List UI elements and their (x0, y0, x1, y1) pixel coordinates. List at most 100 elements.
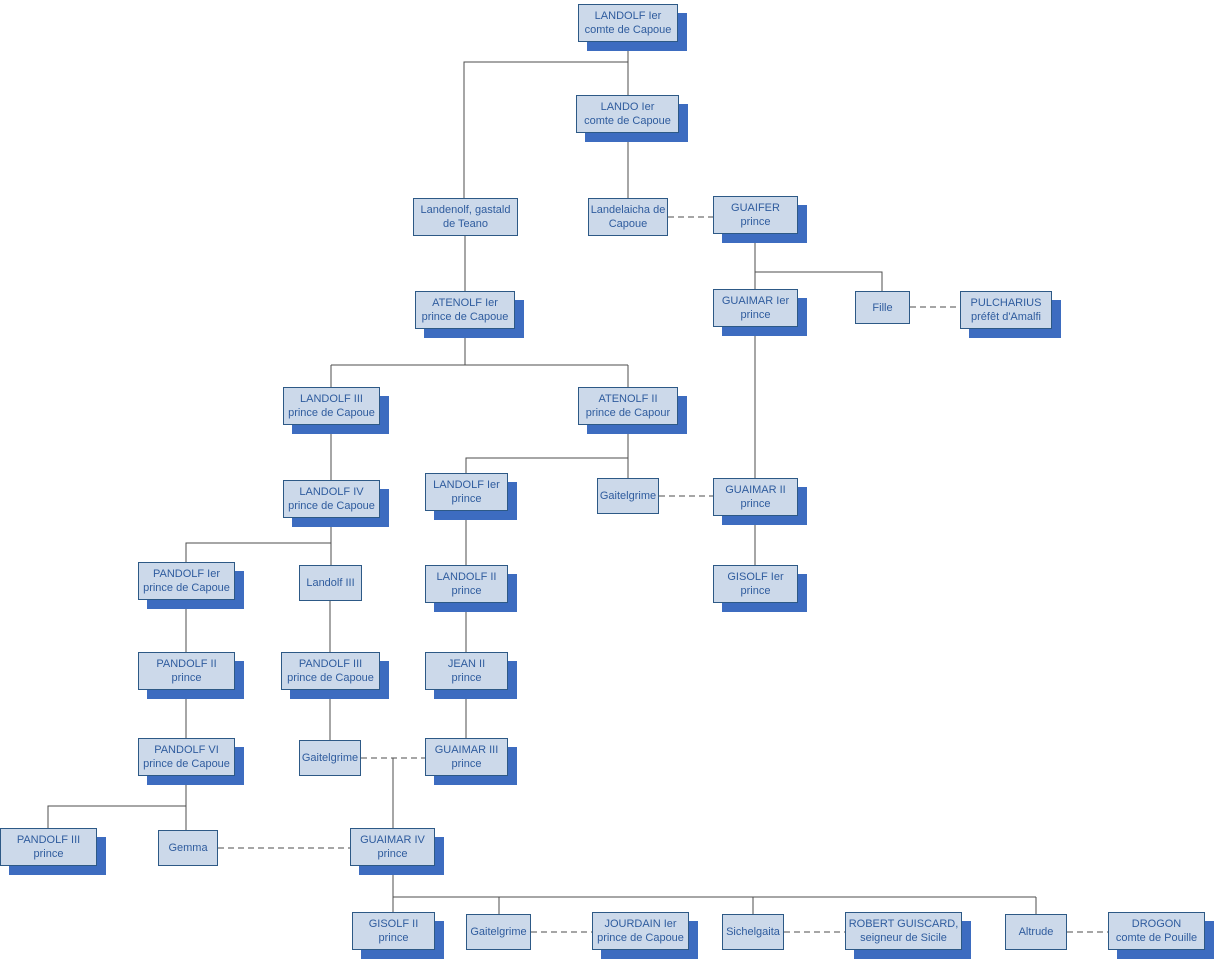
person-name: ROBERT GUISCARD, (848, 918, 959, 930)
person-name: GUAIMAR Ier (721, 295, 790, 307)
person-box-altrude: Altrude (1005, 914, 1067, 950)
person-name: PANDOLF VI (154, 744, 219, 756)
person-name: GISOLF Ier (727, 571, 784, 583)
person-box-guaimar-iv: GUAIMAR IV prince (350, 828, 435, 866)
person-box-landelaicha: Landelaicha de Capoue (588, 198, 668, 236)
person-box-gaitelgrime-1: Gaitelgrime (597, 478, 659, 514)
person-title: prince de Capoue (287, 672, 374, 684)
person-box-gaitelgrime-3: Gaitelgrime (466, 914, 531, 950)
person-title: prince (451, 758, 482, 770)
descent-lines (47, 42, 1037, 914)
person-name: LANDOLF Ier (433, 479, 500, 491)
person-name: GUAIFER (731, 202, 780, 214)
person-name: Sichelgaita (726, 926, 780, 938)
person-title: préfêt d'Amalfi (971, 311, 1041, 323)
person-name: GUAIMAR III (434, 744, 499, 756)
person-box-drogon: DROGON comte de Pouille (1108, 912, 1205, 950)
person-title: prince (451, 493, 482, 505)
person-title: de Teano (442, 218, 489, 230)
person-box-landolf-iv: LANDOLF IV prince de Capoue (283, 480, 380, 518)
person-name: GUAIMAR II (725, 484, 786, 496)
person-title: prince de Capoue (143, 758, 230, 770)
person-name: Gaitelgrime (599, 490, 657, 502)
person-name: PULCHARIUS (970, 297, 1042, 309)
person-name: Fille (872, 301, 893, 314)
person-name: LANDOLF Ier (594, 10, 662, 22)
person-name: Landelaicha de (590, 204, 666, 216)
person-name: ATENOLF Ier (432, 297, 498, 309)
person-name: LANDO Ier (600, 101, 655, 113)
person-name: GUAIMAR IV (360, 834, 425, 846)
person-name: ATENOLF II (598, 393, 658, 405)
person-box-pulcharius: PULCHARIUS préfêt d'Amalfi (960, 291, 1052, 329)
person-title: prince (378, 932, 409, 944)
person-name: Gaitelgrime (301, 752, 359, 764)
person-title: prince de Capoue (597, 932, 684, 944)
person-name: PANDOLF III (298, 658, 363, 670)
person-box-landolf-iii-prince-capoue: LANDOLF III prince de Capoue (283, 387, 380, 425)
person-name: LANDOLF IV (299, 486, 364, 498)
person-title: prince (740, 216, 771, 228)
person-title: comte de Capoue (584, 115, 671, 127)
person-name: Altrude (1018, 926, 1054, 938)
person-box-pandolf-ier: PANDOLF Ier prince de Capoue (138, 562, 235, 600)
person-box-gisolf-ii: GISOLF II prince (352, 912, 435, 950)
person-box-fille: Fille (855, 291, 910, 324)
person-box-pandolf-vi: PANDOLF VI prince de Capoue (138, 738, 235, 776)
person-box-guaimar-ii: GUAIMAR II prince (713, 478, 798, 516)
person-box-jourdain-ier: JOURDAIN Ier prince de Capoue (592, 912, 689, 950)
person-box-pandolf-iii-capoue: PANDOLF III prince de Capoue (281, 652, 380, 690)
person-name: DROGON (1131, 918, 1182, 930)
person-title: prince (451, 585, 482, 597)
person-box-landenolf: Landenolf, gastald de Teano (413, 198, 518, 236)
person-box-landolf-iii-small: Landolf III (299, 565, 362, 601)
person-box-lando-ier: LANDO Ier comte de Capoue (576, 95, 679, 133)
person-name: JEAN II (447, 658, 486, 670)
marriage-lines (218, 216, 1108, 933)
person-title: prince (171, 672, 202, 684)
person-name: PANDOLF Ier (152, 568, 221, 580)
person-title: prince (377, 848, 408, 860)
person-title: prince de Capoue (288, 500, 375, 512)
person-box-atenolf-ier: ATENOLF Ier prince de Capoue (415, 291, 515, 329)
person-box-guaimar-iii: GUAIMAR III prince (425, 738, 508, 776)
person-box-guaifer: GUAIFER prince (713, 196, 798, 234)
person-box-pandolf-iii-prince: PANDOLF III prince (0, 828, 97, 866)
person-title: prince (740, 498, 771, 510)
person-box-jean-ii: JEAN II prince (425, 652, 508, 690)
person-title: prince (740, 309, 771, 321)
person-box-gisolf-ier: GISOLF Ier prince (713, 565, 798, 603)
person-box-landolf-ii: LANDOLF II prince (425, 565, 508, 603)
person-title: prince de Capoue (288, 407, 375, 419)
person-name: JOURDAIN Ier (604, 918, 677, 930)
person-title: prince (740, 585, 771, 597)
person-box-landolf-ier-prince: LANDOLF Ier prince (425, 473, 508, 511)
person-name: Gemma (168, 842, 208, 854)
person-title: comte de Pouille (1115, 932, 1198, 944)
person-box-sichelgaita: Sichelgaita (722, 914, 784, 950)
person-box-pandolf-ii: PANDOLF II prince (138, 652, 235, 690)
person-name: Landolf III (306, 577, 355, 589)
person-name: PANDOLF II (156, 658, 217, 670)
person-box-landolf-ier-comte: LANDOLF Ier comte de Capoue (578, 4, 678, 42)
person-name: Gaitelgrime (470, 926, 527, 938)
person-box-gaitelgrime-2: Gaitelgrime (299, 740, 361, 776)
person-title: Capoue (608, 218, 648, 230)
person-box-atenolf-ii: ATENOLF II prince de Capour (578, 387, 678, 425)
person-title: prince (451, 672, 482, 684)
person-name: Landenolf, gastald (420, 204, 511, 216)
person-box-robert-guiscard: ROBERT GUISCARD, seigneur de Sicile (845, 912, 962, 950)
person-title: prince (33, 848, 64, 860)
person-name: LANDOLF II (436, 571, 497, 583)
person-title: comte de Capoue (584, 24, 672, 36)
person-name: PANDOLF III (16, 834, 81, 846)
person-title: seigneur de Sicile (860, 932, 947, 944)
person-title: prince de Capoue (421, 311, 509, 323)
person-title: prince de Capour (585, 407, 671, 419)
person-box-gemma: Gemma (158, 830, 218, 866)
person-name: LANDOLF III (300, 393, 363, 405)
person-box-guaimar-ier: GUAIMAR Ier prince (713, 289, 798, 327)
person-name: GISOLF II (368, 918, 419, 930)
